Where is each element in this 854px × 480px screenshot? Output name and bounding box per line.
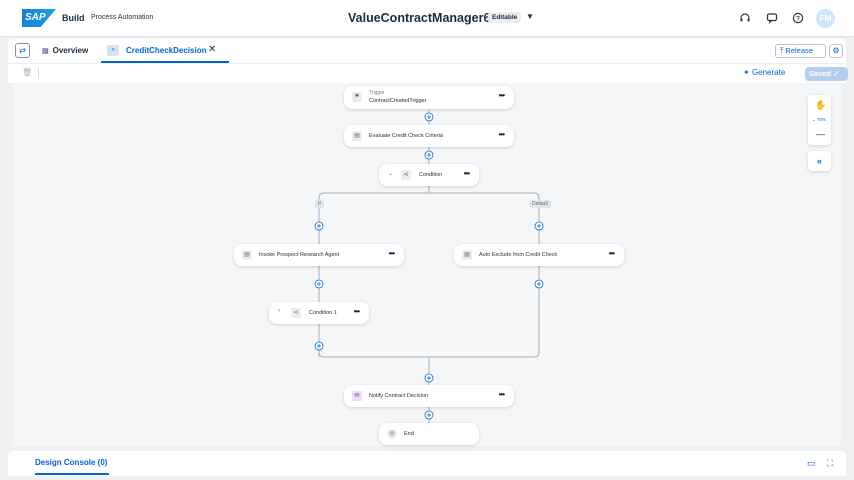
fullscreen-icon[interactable]: ⛶ — [827, 458, 834, 468]
help-icon[interactable]: ? — [792, 12, 804, 24]
project-title: ValueContractManager6 — [348, 11, 491, 25]
upload-icon: ⤒ — [780, 46, 784, 55]
agent-icon: ▤ — [242, 250, 252, 260]
saved-button[interactable]: Saved ✓ — [805, 67, 848, 81]
product-label: Process Automation — [91, 14, 154, 21]
more-options-icon[interactable]: ••• — [498, 91, 505, 100]
if-branch-label: If — [315, 200, 324, 208]
action-icon: ▤ — [462, 250, 472, 260]
more-options-icon[interactable]: ••• — [463, 169, 470, 178]
double-chevron-left-icon: « — [816, 156, 822, 166]
tab-overview[interactable]: ▤Overview — [42, 46, 89, 55]
status-badge: Editable — [488, 12, 522, 23]
close-tab-icon[interactable]: ✕ — [208, 44, 217, 55]
chevron-down-icon[interactable]: ⌄ — [388, 171, 394, 177]
collapse-panel-button[interactable]: « — [808, 151, 831, 171]
more-options-icon[interactable]: ••• — [353, 307, 360, 316]
headset-icon[interactable] — [739, 12, 751, 24]
design-console-bar: Design Console (0) ▭ ⛶ — [8, 451, 846, 476]
tab-design-console[interactable]: Design Console (0) — [35, 458, 109, 475]
release-button[interactable]: ⤒ Release — [775, 44, 826, 58]
project-dropdown-icon[interactable]: ▼ — [526, 12, 534, 21]
hand-icon[interactable]: ✋ — [815, 100, 827, 110]
more-options-icon[interactable]: ••• — [388, 249, 395, 258]
sparkle-icon: ✦ — [743, 68, 750, 77]
build-label: Build — [62, 13, 85, 23]
end-icon: ◎ — [387, 429, 397, 439]
more-options-icon[interactable]: ••• — [498, 130, 505, 139]
more-options-icon[interactable]: ••• — [498, 390, 505, 399]
zoom-controls: ✋ ⌄ 70% — — [808, 95, 831, 145]
generate-button[interactable]: ✦ Generate — [743, 68, 786, 77]
gear-icon: ⚙ — [832, 46, 840, 55]
tab-credit-check-decision[interactable]: » CreditCheckDecision ✕ — [101, 39, 229, 63]
shell-bar: SAP Build Process Automation ValueContra… — [0, 0, 854, 37]
panel-icon[interactable]: ▭ — [807, 458, 816, 468]
evaluate-criteria-node[interactable]: ▤ Evaluate Credit Check Criteria ••• — [344, 125, 514, 147]
user-avatar[interactable]: FM — [816, 9, 835, 28]
decision-icon: ▤ — [352, 131, 362, 141]
zoom-level[interactable]: ⌄ 70% — [812, 117, 827, 122]
branch-icon: ⋖ — [401, 170, 411, 180]
settings-button[interactable]: ⚙ — [829, 44, 843, 58]
navigation-toggle-button[interactable]: ⇄ — [15, 43, 30, 58]
branch-icon: ⋖ — [291, 308, 301, 318]
notify-node[interactable]: ✉ Notify Contract Decision ••• — [344, 385, 514, 407]
invoke-agent-node[interactable]: ▤ Invoke Prospect Research Agent ••• — [234, 244, 404, 266]
end-node[interactable]: ◎ End — [379, 423, 479, 445]
check-icon: ✓ — [833, 69, 840, 78]
zoom-out-button[interactable]: — — [816, 129, 825, 139]
overview-icon: ▤ — [42, 48, 49, 55]
feedback-icon[interactable] — [766, 12, 778, 24]
more-options-icon[interactable]: ••• — [608, 249, 615, 258]
condition1-node[interactable]: › ⋖ Condition 1 ••• — [269, 302, 369, 324]
condition-node[interactable]: ⌄ ⋖ Condition ••• — [379, 164, 479, 186]
toolbar-divider — [38, 68, 39, 79]
editor-tab-bar: ⇄ ▤Overview » CreditCheckDecision ✕ ⤒ Re… — [8, 39, 846, 63]
trigger-icon: ⚑ — [352, 92, 362, 102]
canvas-toolbar: 🗑 ✦ Generate Saved ✓ — [8, 63, 848, 83]
delete-icon[interactable]: 🗑 — [22, 68, 33, 77]
process-icon: » — [107, 45, 119, 56]
svg-text:?: ? — [796, 15, 800, 22]
trigger-node[interactable]: ⚑ Trigger ContractCreatedTrigger ••• — [344, 86, 514, 109]
auto-exclude-node[interactable]: ▤ Auto Exclude from Credit Check ••• — [454, 244, 624, 266]
chevron-right-icon[interactable]: › — [278, 308, 280, 314]
default-branch-label: Default — [529, 200, 551, 208]
mail-icon: ✉ — [352, 391, 362, 401]
sap-logo[interactable]: SAP — [22, 9, 56, 27]
